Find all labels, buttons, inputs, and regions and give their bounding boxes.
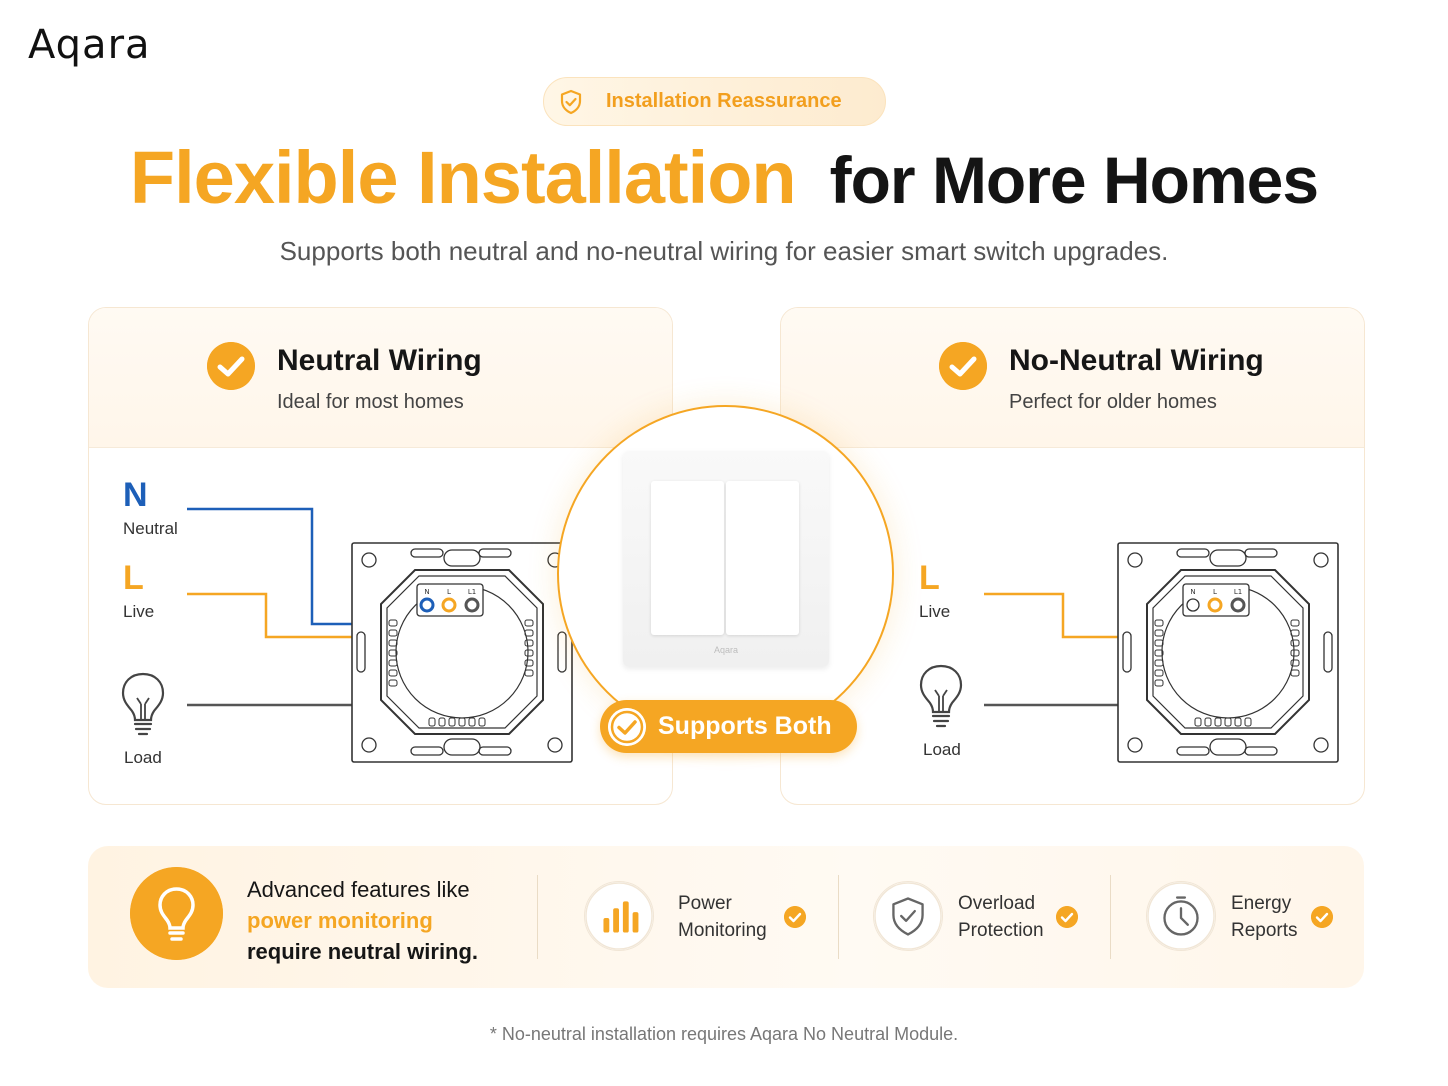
neutral-wire-letter: N: [123, 476, 148, 514]
light-bulb-icon: [130, 867, 223, 960]
check-icon: [207, 342, 255, 390]
check-icon: [784, 906, 806, 928]
feature-line-2: Protection: [958, 920, 1044, 941]
feature-energy-reports: Energy Reports: [1231, 890, 1298, 944]
switch-right-button: [726, 481, 799, 635]
check-icon: [939, 342, 987, 390]
light-bulb-icon: [121, 672, 165, 736]
note-line-2: power monitoring: [247, 908, 433, 933]
page-title: Flexible Installation for More Homes: [0, 135, 1448, 220]
supports-both-label: Supports Both: [658, 712, 832, 740]
divider: [537, 875, 538, 959]
load-label: Load: [124, 748, 162, 767]
wall-box-diagram: N L L1: [351, 542, 573, 763]
page-subtitle: Supports both neutral and no-neutral wir…: [279, 236, 1169, 266]
card-subtitle: Ideal for most homes: [277, 391, 464, 413]
bar-chart-icon: [584, 881, 654, 951]
note-line-1: Advanced features like: [247, 877, 470, 902]
load-label: Load: [923, 740, 961, 759]
terminal-l1: L1: [468, 588, 476, 596]
live-wire-label: Live: [919, 602, 951, 621]
feature-line-2: Monitoring: [678, 920, 767, 941]
card-subtitle: Perfect for older homes: [1009, 391, 1217, 413]
terminal-n: N: [1190, 588, 1195, 596]
title-rest: for More Homes: [829, 143, 1319, 217]
terminal-l: L: [447, 588, 451, 596]
terminal-l: L: [1213, 588, 1217, 596]
divider: [838, 875, 839, 959]
live-wire-label: Live: [123, 602, 155, 621]
shield-check-icon: [560, 89, 582, 114]
feature-overload-protection: Overload Protection: [958, 890, 1044, 944]
check-icon: [608, 707, 646, 746]
title-highlight: Flexible Installation: [129, 136, 797, 219]
supports-both-badge: Supports Both: [600, 700, 857, 753]
card-header: [781, 308, 1364, 448]
feature-line-1: Power: [678, 893, 732, 914]
clock-icon: [1146, 881, 1216, 951]
note-line-3: require neutral wiring.: [247, 939, 479, 964]
feature-line-2: Reports: [1231, 920, 1298, 941]
neutral-required-note: Advanced features like power monitoring …: [247, 874, 478, 967]
divider: [1110, 875, 1111, 959]
live-wire-letter: L: [123, 559, 144, 597]
card-title: Neutral Wiring: [277, 344, 482, 377]
no-neutral-wiring-card: No-Neutral Wiring Perfect for older home…: [780, 307, 1365, 805]
feature-line-1: Overload: [958, 893, 1036, 914]
feature-power-monitoring: Power Monitoring: [678, 890, 767, 944]
terminal-l1: L1: [1234, 588, 1242, 596]
badge-label: Installation Reassurance: [606, 90, 842, 112]
terminal-n: N: [424, 588, 429, 596]
aqara-logo: Aqara: [28, 22, 151, 68]
card-title: No-Neutral Wiring: [1009, 344, 1264, 377]
smart-switch-image: Aqara: [623, 451, 829, 667]
footnote: * No-neutral installation requires Aqara…: [489, 1024, 959, 1044]
light-bulb-icon: [919, 664, 963, 728]
installation-reassurance-badge: Installation Reassurance: [543, 77, 886, 126]
check-icon: [1056, 906, 1078, 928]
switch-left-button: [651, 481, 724, 635]
neutral-wire-label: Neutral: [123, 519, 178, 538]
shield-check-icon: [873, 881, 943, 951]
check-icon: [1311, 906, 1333, 928]
switch-brand-mark: Aqara: [713, 645, 739, 655]
feature-line-1: Energy: [1231, 893, 1292, 914]
live-wire-letter: L: [919, 559, 940, 597]
card-header: [89, 308, 672, 448]
wall-box-diagram: N L L1: [1117, 542, 1339, 763]
